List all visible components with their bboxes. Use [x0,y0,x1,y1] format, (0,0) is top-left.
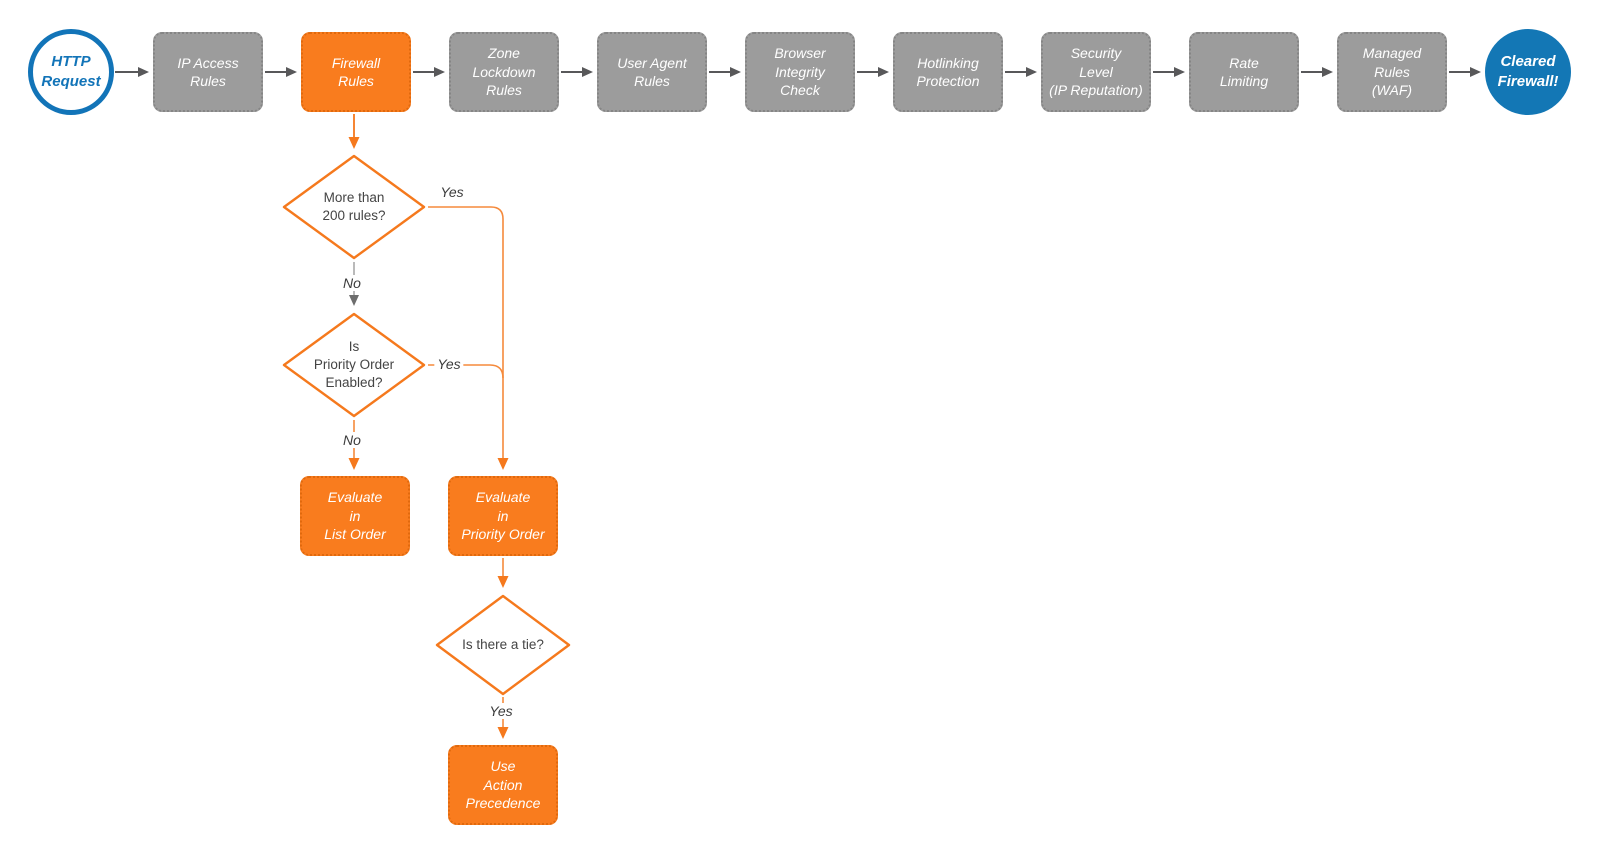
stage-firewall-rules: Firewall Rules [301,32,411,112]
stage-hotlinking-protection: Hotlinking Protection [893,32,1003,112]
stage-user-agent-rules: User Agent Rules [597,32,707,112]
diamond-shape [282,154,426,260]
decision-is-there-a-tie: Is there a tie? [435,594,571,696]
diamond-shape [435,594,571,696]
edge-label-d1-yes: Yes [437,184,467,200]
stage-label: User Agent Rules [617,54,687,89]
edge-label-d3-yes: Yes [486,703,516,719]
decision-label: Is there a tie? [462,636,544,652]
action-label: Evaluate in Priority Order [461,489,545,543]
stage-label: Browser Integrity Check [774,45,826,99]
edge-label-d2-yes: Yes [434,356,464,372]
stage-label: Rate Limiting [1219,54,1269,89]
stage-label: Hotlinking Protection [916,54,980,89]
stage-rate-limiting: Rate Limiting [1189,32,1299,112]
edge-label-d1-no: No [340,275,364,291]
edge-label-d2-no: No [340,432,364,448]
stage-zone-lockdown-rules: Zone Lockdown Rules [449,32,559,112]
decision-label: More than 200 rules? [322,189,386,223]
stage-security-level: Security Level (IP Reputation) [1041,32,1151,112]
stage-managed-rules-waf: Managed Rules (WAF) [1337,32,1447,112]
stage-label: Zone Lockdown Rules [472,45,536,99]
stage-ip-access-rules: IP Access Rules [153,32,263,112]
action-evaluate-priority-order: Evaluate in Priority Order [448,476,558,556]
decision-label: Is Priority Order Enabled? [313,338,395,391]
stage-label: Firewall Rules [331,54,381,89]
action-label: Evaluate in List Order [324,489,386,543]
end-node-cleared-firewall: Cleared Firewall! [1485,29,1571,115]
stage-label: Managed Rules (WAF) [1362,45,1422,99]
end-node-label: Cleared Firewall! [1497,53,1559,90]
action-label: Use Action Precedence [465,758,541,812]
stage-label: IP Access Rules [177,54,239,89]
action-evaluate-list-order: Evaluate in List Order [300,476,410,556]
stage-browser-integrity-check: Browser Integrity Check [745,32,855,112]
stage-label: Security Level (IP Reputation) [1049,45,1143,99]
start-node-http-request: HTTP Request [28,29,114,115]
start-node-label: HTTP Request [41,53,101,90]
action-use-action-precedence: Use Action Precedence [448,745,558,825]
decision-priority-order-enabled: Is Priority Order Enabled? [282,312,426,418]
diamond-shape [282,312,426,418]
decision-more-than-200-rules: More than 200 rules? [282,154,426,260]
